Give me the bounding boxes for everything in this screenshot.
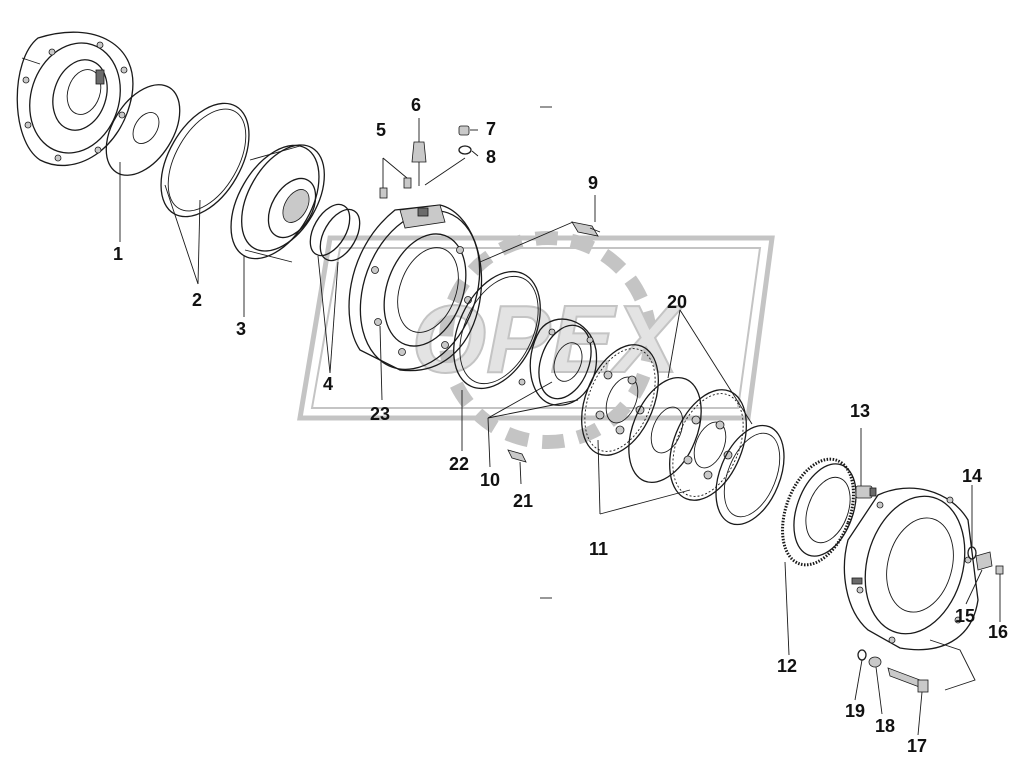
part-13-fitting <box>855 485 877 499</box>
part-22-o-ring <box>453 270 541 390</box>
part-16-screw <box>995 565 1004 575</box>
callout-3: 3 <box>236 319 247 339</box>
part-cover-housing <box>843 487 979 691</box>
watermark-frame-inner <box>310 247 762 409</box>
callout-19: 19 <box>845 701 866 721</box>
part-5-bolts <box>379 177 412 199</box>
watermark-gear <box>439 231 657 449</box>
callout-1: 1 <box>113 244 124 264</box>
callout-14: 14 <box>962 466 983 486</box>
callout-5: 5 <box>376 120 387 140</box>
part-4-snap-rings <box>309 203 361 262</box>
callout-10: 10 <box>480 470 501 490</box>
part-21-screw <box>507 449 527 463</box>
part-15-cap <box>975 551 993 571</box>
callout-15: 15 <box>955 606 976 626</box>
watermark-text: OPEX <box>412 286 684 393</box>
callout-22: 22 <box>449 454 470 474</box>
part-9-bolt <box>571 221 601 237</box>
part-3-hub <box>230 144 325 263</box>
part-8-washer <box>458 145 472 155</box>
callout-20: 20 <box>667 292 688 312</box>
callout-4: 4 <box>323 374 334 394</box>
leader-lines <box>119 106 1001 736</box>
opex-watermark: OPEX <box>297 231 775 449</box>
part-23-housing <box>348 204 483 372</box>
part-7-plug <box>458 125 470 136</box>
part-12-gear-ring <box>781 457 857 567</box>
callout-12: 12 <box>777 656 798 676</box>
callout-18: 18 <box>875 716 896 736</box>
part-19-o-ring <box>857 649 867 661</box>
part-18-washer <box>868 656 882 668</box>
part-11-steel-disc <box>628 376 702 484</box>
part-11-friction-disc-b <box>669 389 747 501</box>
callout-8: 8 <box>486 147 497 167</box>
callout-23: 23 <box>370 404 391 424</box>
callout-11: 11 <box>589 539 609 559</box>
callout-2: 2 <box>192 290 203 310</box>
callout-13: 13 <box>850 401 871 421</box>
callout-21: 21 <box>513 491 534 511</box>
callout-16: 16 <box>988 622 1009 642</box>
part-10-piston <box>518 318 598 406</box>
part-1-flange <box>16 31 134 166</box>
callout-9: 9 <box>588 173 599 193</box>
part-20-plate <box>715 424 785 526</box>
part-2-disc <box>105 84 181 176</box>
part-2-o-ring <box>160 102 250 218</box>
part-6-breather <box>411 141 427 186</box>
callout-6: 6 <box>411 95 422 115</box>
callout-17: 17 <box>907 736 928 756</box>
callout-7: 7 <box>486 119 497 139</box>
part-17-bolt <box>887 667 929 693</box>
